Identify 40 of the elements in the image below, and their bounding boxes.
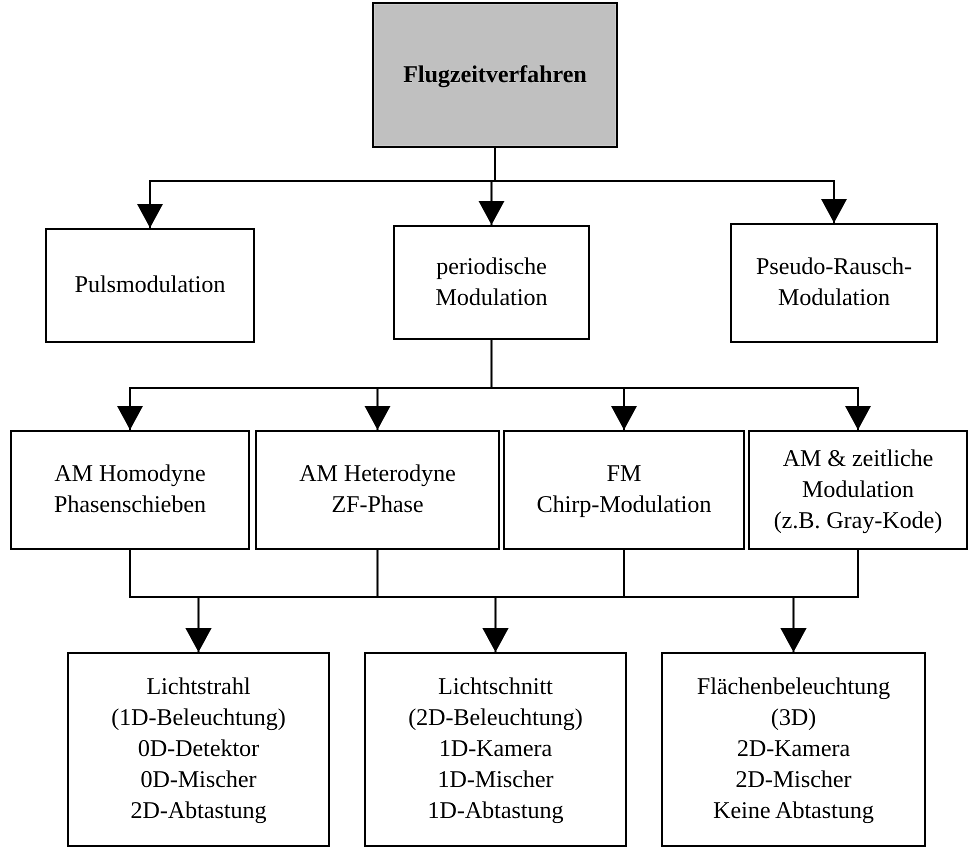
arrow: [780, 550, 859, 652]
box-label: (2D-Beleuchtung): [408, 704, 583, 733]
title-box: [372, 2, 618, 148]
box-label: 0D-Detektor: [138, 735, 260, 764]
box-label: ZF-Phase: [332, 491, 424, 520]
process-box: [661, 652, 926, 847]
box-label: Keine Abtastung: [713, 797, 874, 826]
box-label: FM: [606, 460, 642, 489]
box-label: AM Heterodyne: [299, 460, 456, 489]
box-label: 1D-Kamera: [438, 735, 552, 764]
process-box: [503, 430, 745, 550]
box-label: Chirp-Modulation: [536, 491, 712, 520]
process-box: [67, 652, 330, 847]
process-box: [10, 430, 250, 550]
box-label: (z.B. Gray-Kode): [774, 506, 942, 536]
box-label: AM Homodyne: [54, 460, 206, 489]
box-label: (1D-Beleuchtung): [111, 704, 286, 733]
box-label: Pseudo-Rausch-Modulation: [755, 253, 913, 313]
process-box: [255, 430, 500, 550]
box-label: (3D): [770, 704, 816, 733]
box-label: Lichtschnitt: [438, 673, 553, 702]
box-label: Flächenbeleuchtung: [696, 673, 890, 702]
box-label: Lichtstrahl: [146, 673, 250, 702]
box-label: 2D-Mischer: [736, 766, 852, 795]
process-box: [364, 652, 627, 847]
box-label: 1D-Abtastung: [428, 797, 564, 826]
box-label: Flugzeitverfahren: [403, 60, 587, 90]
box-label: Pulsmodulation: [74, 271, 226, 300]
box-label: 0D-Mischer: [140, 766, 256, 795]
process-box: [45, 228, 255, 343]
process-box: [748, 430, 968, 550]
box-label: 2D-Abtastung: [130, 797, 266, 826]
box-label: 1D-Mischer: [438, 766, 554, 795]
process-box: [393, 225, 590, 340]
box-label: periodische Modulation: [434, 252, 548, 312]
arrow: [494, 148, 847, 223]
box-label: Phasenschieben: [54, 491, 206, 520]
box-label: 2D-Kamera: [736, 735, 850, 764]
process-box: [730, 223, 938, 343]
box-label: AM & zeitliche Modulation: [782, 444, 934, 504]
